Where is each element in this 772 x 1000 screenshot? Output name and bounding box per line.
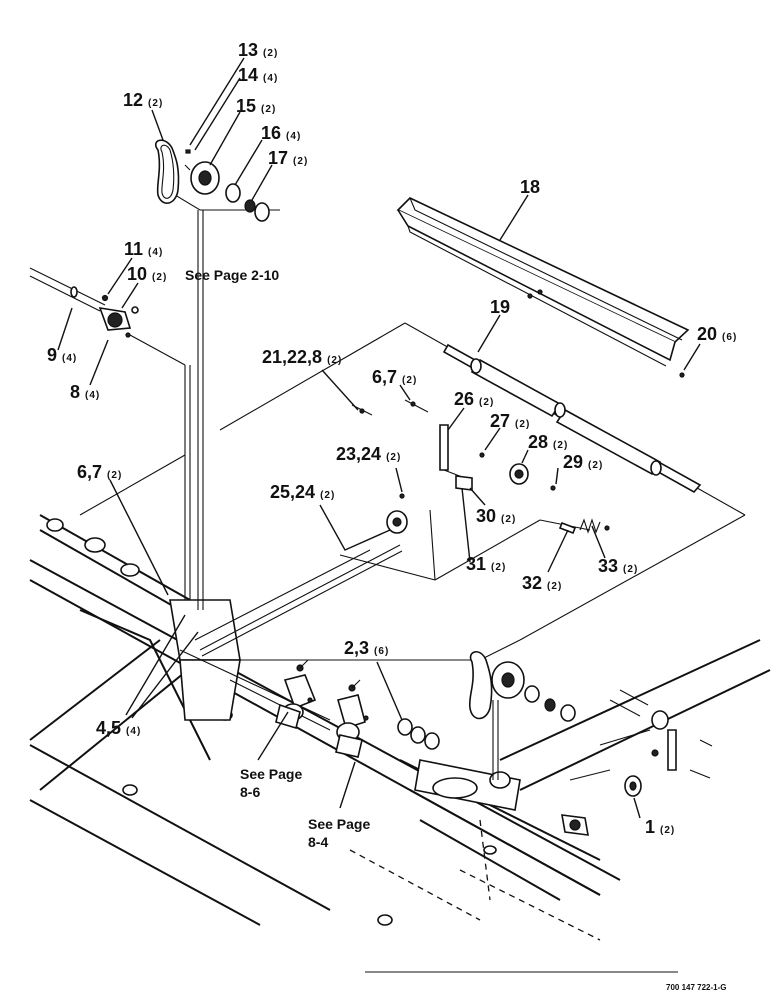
callout-30: 30 (2): [476, 506, 516, 526]
see-page-8-6-line2: 8-6: [240, 784, 260, 800]
document-number: 700 147 722-1-G: [666, 983, 727, 992]
callout-20: 20 (6): [697, 324, 737, 344]
callout-15: 15 (2): [236, 96, 276, 116]
part-8-bearing: [98, 306, 139, 338]
drive-shaft: [179, 544, 403, 731]
callout-18: 18: [520, 177, 540, 197]
support-lines: [79, 175, 746, 781]
callout-23-24: 23,24 (2): [336, 444, 401, 464]
part-19-roller-shaft: [442, 343, 702, 494]
part-20-bolt: [679, 372, 685, 378]
lower-right-parts: [397, 651, 713, 836]
callout-8: 8 (4): [70, 382, 100, 402]
callout-32: 32 (2): [522, 573, 562, 593]
part-17-bearing: [244, 199, 256, 213]
part-15-pulley: [184, 161, 220, 195]
motor-8-6: [275, 659, 317, 730]
part-12-belt: [155, 139, 180, 204]
callout-26: 26 (2): [454, 389, 494, 409]
part-11-bolt: [101, 294, 109, 302]
callout-6-7-lower: 6,7 (2): [77, 462, 122, 482]
callout-13: 13 (2): [238, 40, 278, 60]
see-page-8-4-line2: 8-4: [308, 834, 328, 850]
callout-2-3: 2,3 (6): [344, 638, 389, 658]
see-page-8-6-line1: See Page: [240, 766, 302, 782]
callout-31: 31 (2): [466, 554, 506, 574]
part-16-washer: [225, 183, 270, 222]
callout-33: 33 (2): [598, 556, 638, 576]
callout-6-7-upper: 6,7 (2): [372, 367, 417, 387]
document-footer: 700 147 722-1-G: [365, 971, 727, 992]
callout-1: 1 (2): [645, 817, 675, 837]
leader-lines: [57, 57, 701, 819]
see-page-8-4-line1: See Page: [308, 816, 370, 832]
callout-29: 29 (2): [563, 452, 603, 472]
mid-parts: [351, 399, 610, 535]
callout-4-5: 4,5 (4): [96, 718, 141, 738]
callout-16: 16 (4): [261, 123, 301, 143]
callout-9: 9 (4): [47, 345, 77, 365]
callout-19: 19: [490, 297, 510, 317]
part-13-key: [185, 149, 191, 154]
see-page-2-10-note: See Page 2-10: [185, 267, 279, 283]
callout-21-22-8: 21,22,8 (2): [262, 347, 342, 367]
callout-25-24: 25,24 (2): [270, 482, 335, 502]
callout-10: 10 (2): [127, 264, 167, 284]
callout-27: 27 (2): [490, 411, 530, 431]
callout-17: 17 (2): [268, 148, 308, 168]
motor-8-4: [335, 679, 369, 758]
callout-12: 12 (2): [123, 90, 163, 110]
callout-14: 14 (4): [238, 65, 278, 85]
part-18-trough: [396, 197, 690, 367]
callout-28: 28 (2): [528, 432, 568, 452]
part-9-shaft: [29, 267, 106, 312]
callout-11: 11 (4): [124, 239, 163, 259]
callout-labels: 13 (2) 14 (4) 15 (2) 16 (4) 17 (2) 12 (2…: [47, 40, 737, 850]
